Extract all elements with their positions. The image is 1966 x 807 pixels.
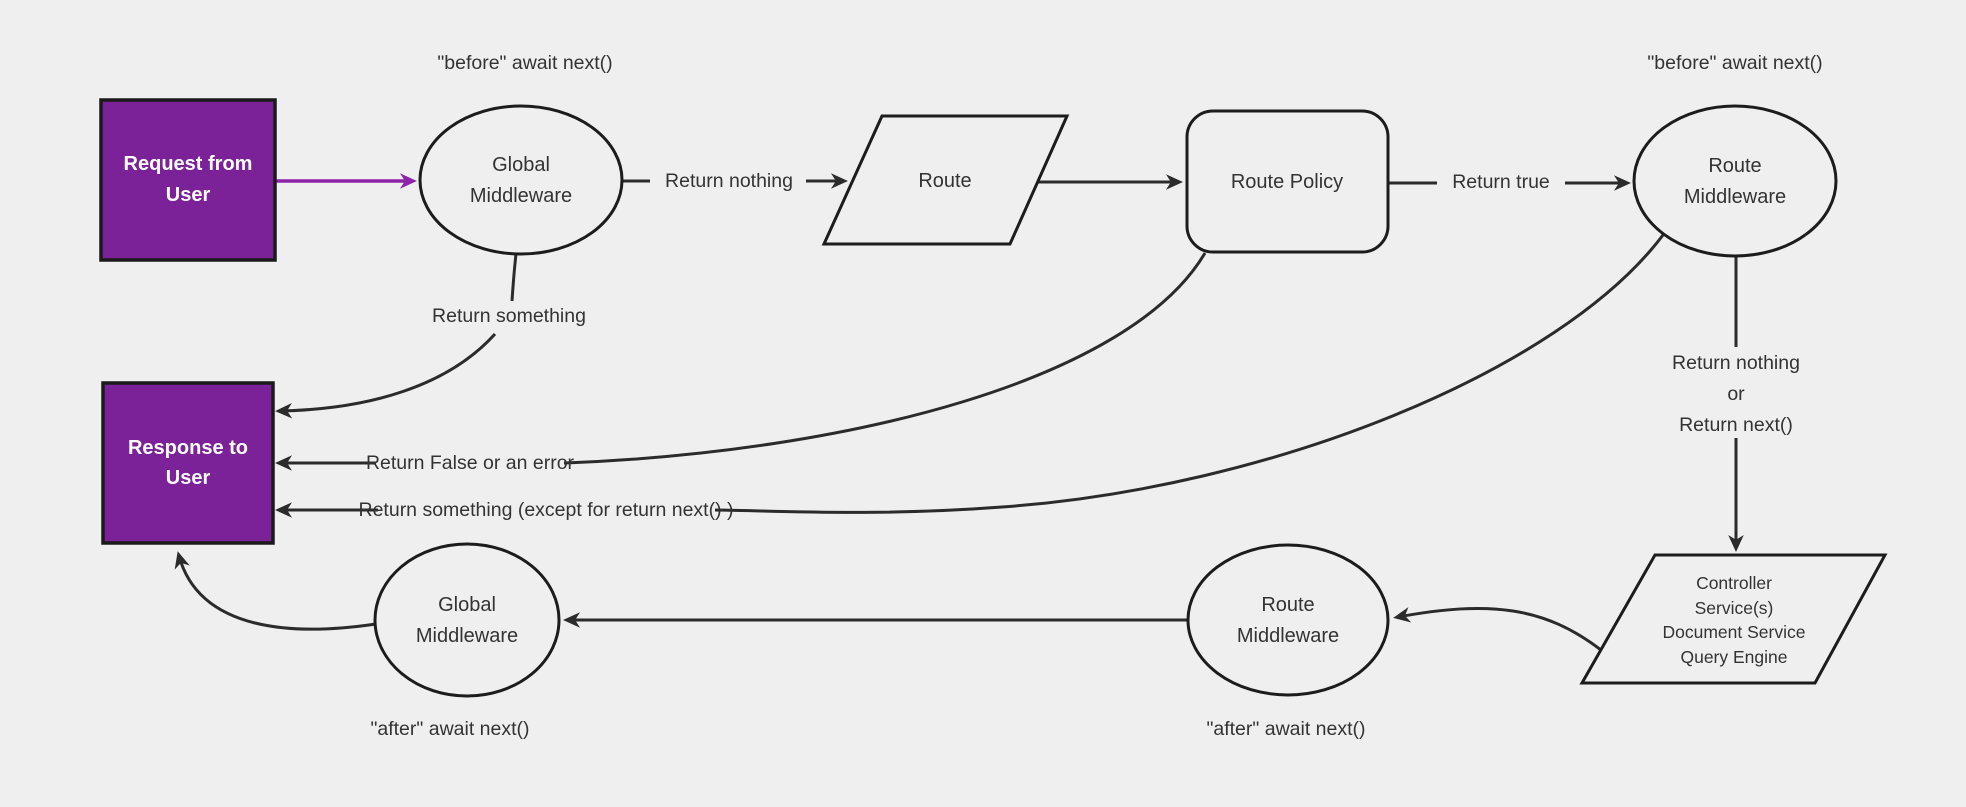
edge-controller-to-route-middleware-bottom — [1393, 606, 1602, 652]
node-label: Query Engine — [1680, 647, 1787, 667]
edge-route-middleware-to-response: Return something (except for return next… — [275, 234, 1665, 524]
node-global-middleware-bottom: Global Middleware — [373, 542, 561, 698]
node-controller-services: Controller Service(s) Document Service Q… — [1579, 553, 1888, 685]
annotation-before-await-next-right: "before" await next() — [1647, 52, 1822, 74]
edge-label-return-nothing: Return nothing — [665, 170, 793, 192]
node-label: Middleware — [1684, 186, 1786, 208]
node-label: Route — [918, 170, 971, 192]
node-route: Route — [821, 114, 1070, 246]
node-label: Request from — [124, 153, 253, 175]
node-label: Controller — [1696, 573, 1772, 593]
route-middleware-top-ellipse — [1632, 104, 1838, 258]
edge-label-background — [376, 449, 564, 477]
edge-route-policy-to-route-middleware: Return true — [1388, 171, 1631, 193]
edge-label-return-true: Return true — [1452, 171, 1550, 193]
node-label: Route — [1708, 155, 1761, 177]
node-label: Route — [1261, 594, 1314, 616]
node-label: Route Policy — [1231, 171, 1343, 193]
controller-parallelogram — [1579, 553, 1888, 685]
node-label: Global — [492, 154, 550, 176]
request-from-user-box — [99, 98, 277, 262]
edge-label-return-nothing-or-line3: Return next() — [1679, 414, 1793, 436]
node-label: Middleware — [1237, 625, 1339, 647]
route-parallelogram — [821, 114, 1070, 246]
global-middleware-bottom-ellipse — [373, 542, 561, 698]
route-policy-box — [1185, 109, 1390, 254]
edge-segment — [510, 253, 518, 302]
edge-global-middleware-to-response: Return something — [275, 253, 586, 419]
node-request-from-user: Request from User — [99, 98, 277, 262]
node-label: Global — [438, 594, 496, 616]
edge-global-middleware-bottom-to-response — [174, 551, 377, 631]
node-global-middleware-top: Global Middleware — [418, 104, 624, 256]
node-label: User — [166, 184, 211, 206]
annotation-after-await-next-right: "after" await next() — [1206, 718, 1365, 740]
edge-label-return-nothing-or-line1: Return nothing — [1672, 352, 1800, 374]
node-label: User — [166, 467, 211, 489]
edge-label-background — [378, 496, 715, 524]
node-label: Middleware — [416, 625, 518, 647]
edge-route-policy-to-response: Return False or an error — [275, 252, 1207, 477]
edge-label-return-something-except: Return something (except for return next… — [359, 499, 734, 521]
node-label: Middleware — [470, 185, 572, 207]
edge-segment — [275, 234, 1665, 518]
node-route-policy: Route Policy — [1185, 109, 1390, 254]
annotation-after-await-next-left: "after" await next() — [370, 718, 529, 740]
edge-segment — [275, 332, 497, 419]
edge-global-middleware-to-route: Return nothing — [622, 170, 848, 192]
node-response-to-user: Response to User — [101, 381, 275, 545]
edge-route-middleware-to-controller: Return nothing or Return next() — [1672, 256, 1800, 552]
edge-label-return-nothing-or-line2: or — [1727, 383, 1745, 405]
edge-segment — [275, 252, 1207, 471]
node-label: Service(s) — [1695, 598, 1774, 618]
node-label: Document Service — [1663, 622, 1806, 642]
edge-label-return-false-or-error: Return False or an error — [366, 452, 575, 474]
global-middleware-top-ellipse — [418, 104, 624, 256]
response-to-user-box — [101, 381, 275, 545]
node-route-middleware-top: Route Middleware — [1632, 104, 1838, 258]
edge-label-return-something: Return something — [432, 305, 586, 327]
node-route-middleware-bottom: Route Middleware — [1186, 543, 1390, 697]
annotation-before-await-next-left: "before" await next() — [437, 52, 612, 74]
route-middleware-bottom-ellipse — [1186, 543, 1390, 697]
node-label: Response to — [128, 437, 248, 459]
